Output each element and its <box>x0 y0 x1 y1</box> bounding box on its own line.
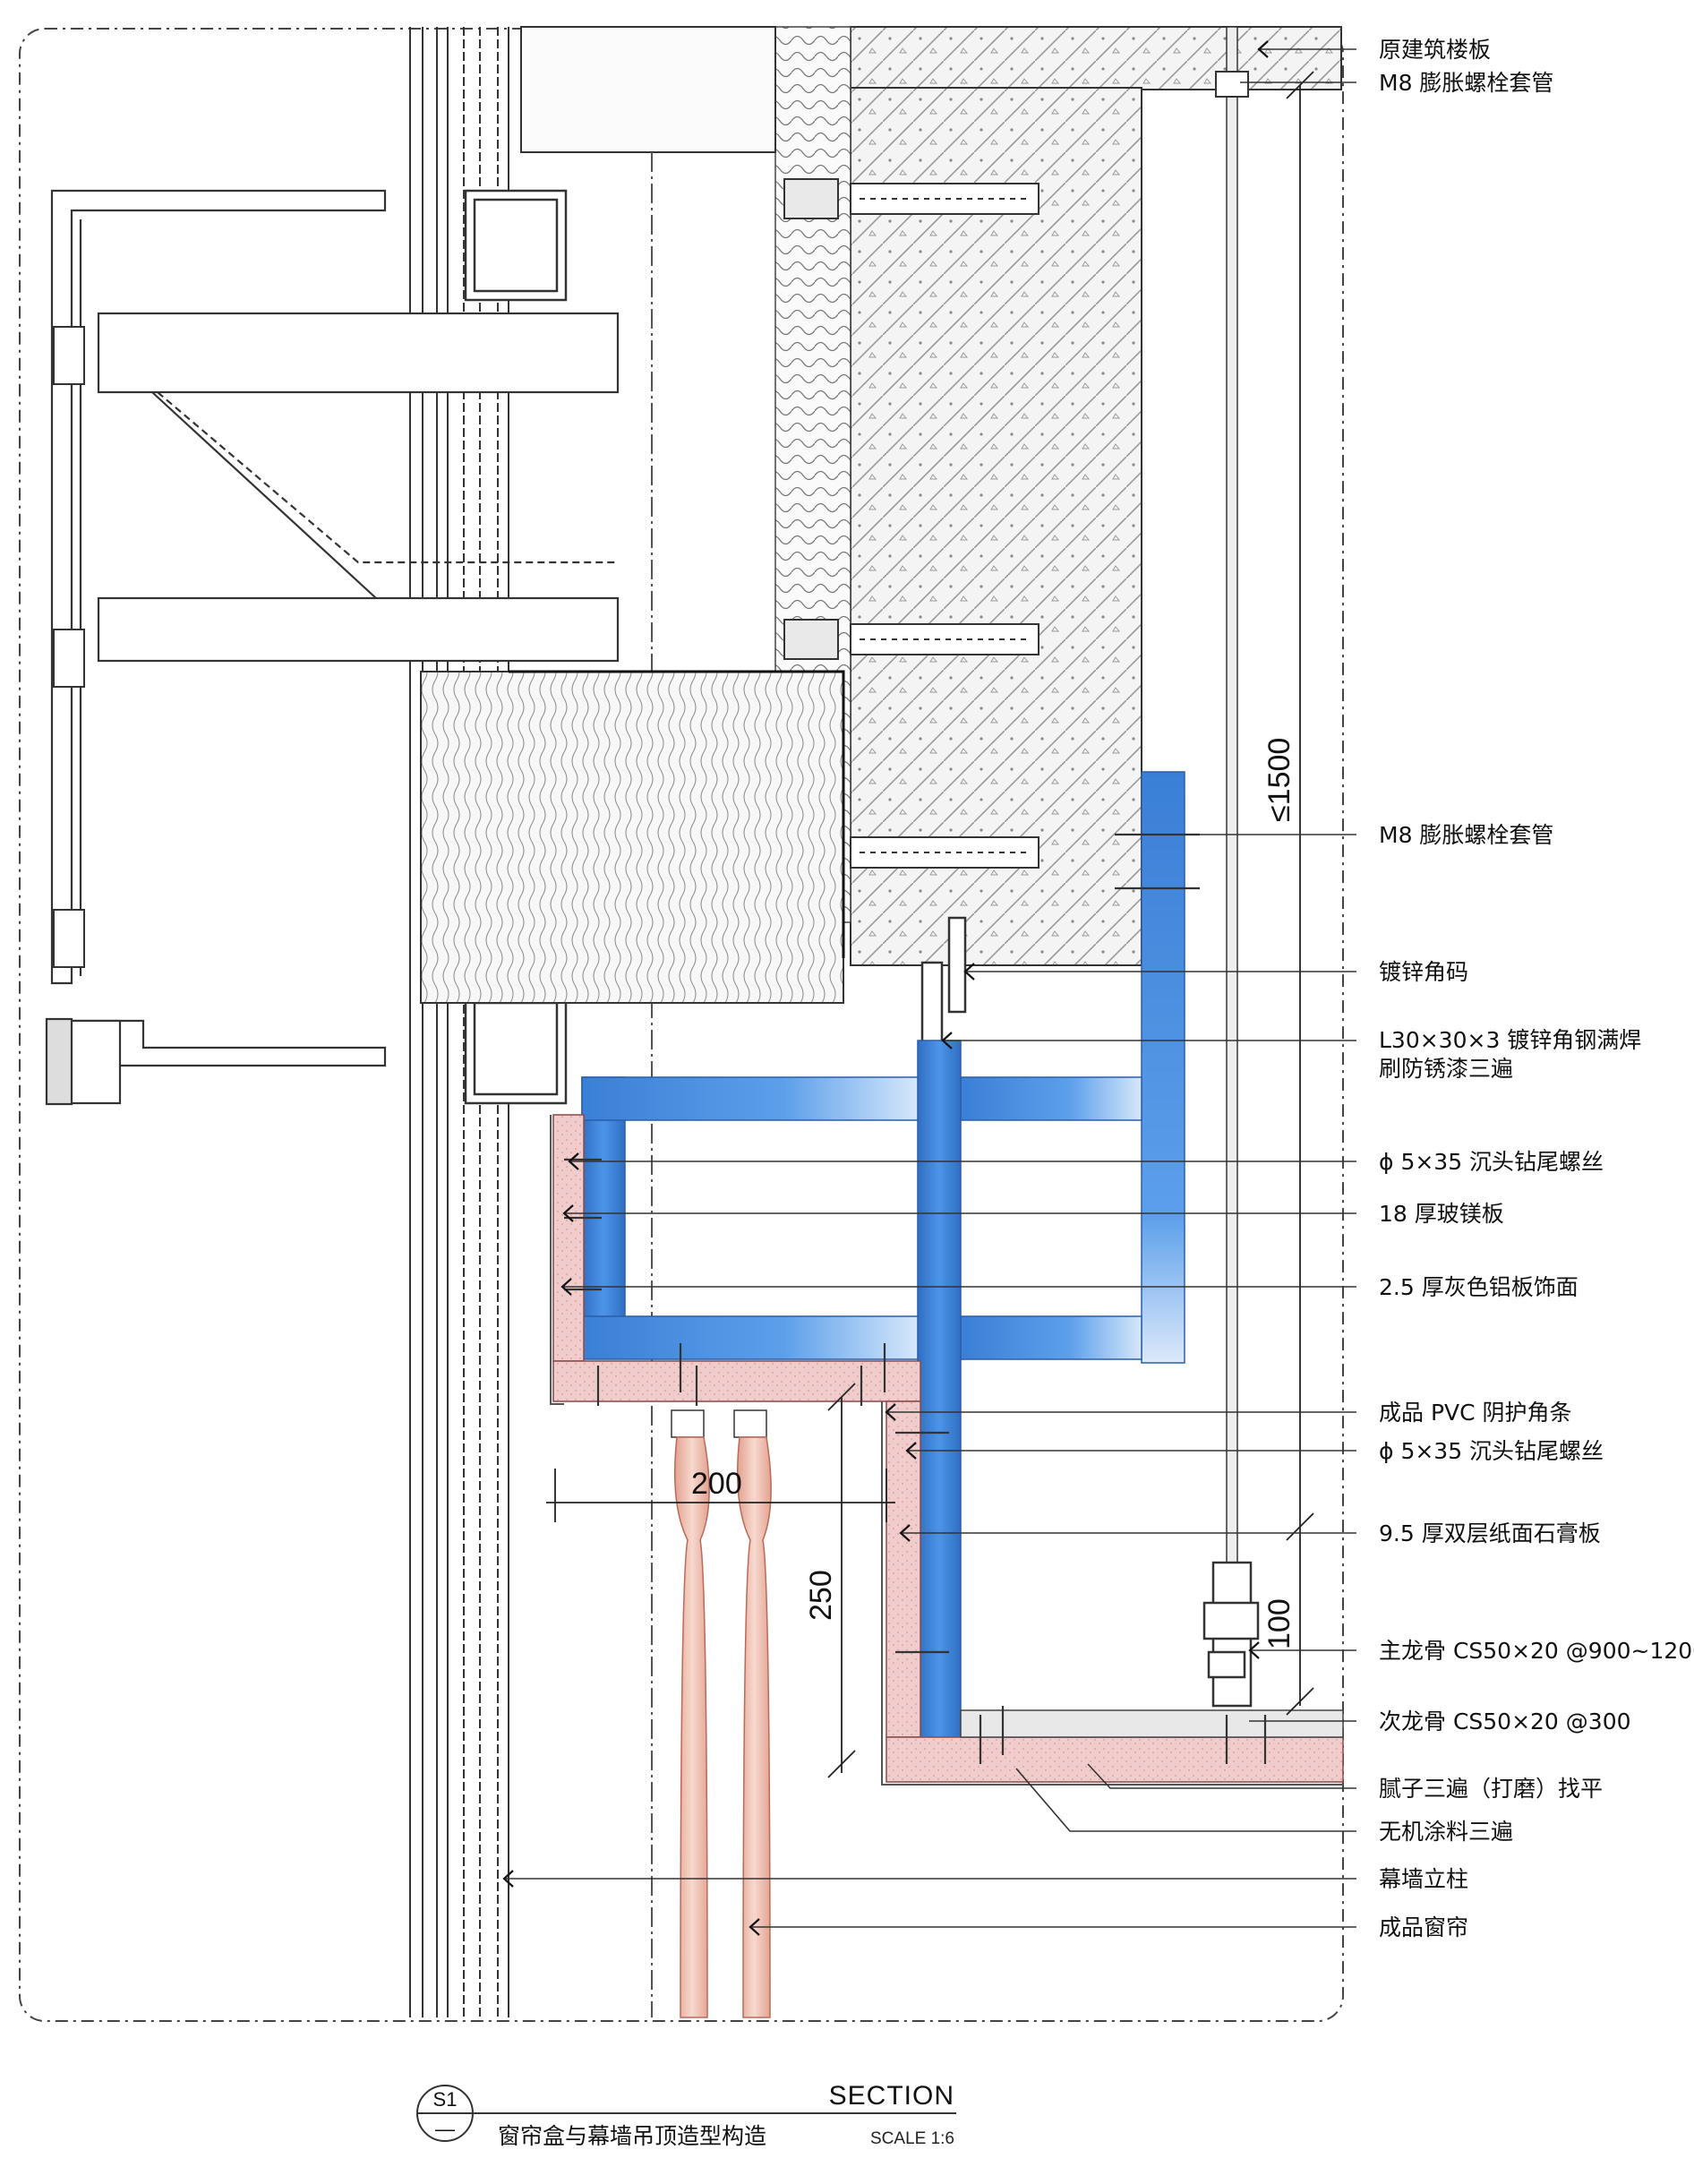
mullion-tubes <box>464 189 568 1105</box>
label-aluminum-facing: 2.5 厚灰色铝板饰面 <box>1379 1274 1578 1300</box>
title-block: S1 — 窗帘盒与幕墙吊顶造型构造 SECTION SCALE 1:6 <box>416 2081 956 2149</box>
window-box-liner <box>509 670 845 958</box>
window-box-lower <box>420 671 844 1004</box>
label-pvc-corner: 成品 PVC 阴护角条 <box>1379 1400 1572 1426</box>
main-keel-bracket <box>1202 1561 1260 1708</box>
dim-250: 250 <box>804 1570 838 1621</box>
label-m8-sleeve-mid: M8 膨胀螺栓套管 <box>1379 822 1553 848</box>
hanger-rod <box>1215 26 1249 1568</box>
leader-lines <box>506 48 1356 1928</box>
secondary-keel <box>960 1709 1344 1738</box>
section-symbol-sheet: — <box>435 2118 455 2140</box>
drawing-scale: SCALE 1:6 <box>870 2129 954 2148</box>
label-putty: 腻子三遍（打磨）找平 <box>1379 1776 1603 1802</box>
dimension-lines <box>546 71 1314 1778</box>
detail-border <box>19 28 1344 2022</box>
label-galvanized-angle-clip: 镀锌角码 <box>1379 959 1468 985</box>
label-rust-paint: 刷防锈漆三遍 <box>1379 1056 1513 1082</box>
dim-200: 200 <box>691 1467 742 1501</box>
label-secondary-keel: 次龙骨 CS50×20 @300 <box>1379 1709 1631 1734</box>
label-mgo-board: 18 厚玻镁板 <box>1379 1201 1504 1227</box>
drawing-title: 窗帘盒与幕墙吊顶造型构造 <box>498 2123 766 2149</box>
drawing-type: SECTION <box>829 2081 954 2111</box>
callout-labels: 原建筑楼板 M8 膨胀螺栓套管 M8 膨胀螺栓套管 镀锌角码 L30×30×3 … <box>1379 37 1694 1940</box>
dim-1500: ≤1500 <box>1262 738 1296 822</box>
finished-curtain <box>671 1409 772 2018</box>
label-mullion: 幕墙立柱 <box>1379 1866 1468 1892</box>
concrete-slab <box>850 26 1342 966</box>
label-m8-sleeve-top: M8 膨胀螺栓套管 <box>1379 70 1553 96</box>
dim-100: 100 <box>1262 1598 1296 1649</box>
label-screw-upper: ϕ 5×35 沉头钻尾螺丝 <box>1379 1149 1604 1175</box>
left-fin-frame <box>45 189 620 1106</box>
label-angle-steel: L30×30×3 镀锌角钢满焊 <box>1379 1027 1641 1053</box>
glass-magnesium-board <box>552 1114 1344 1783</box>
frame-clips <box>53 326 85 968</box>
label-screw-lower: ϕ 5×35 沉头钻尾螺丝 <box>1379 1438 1604 1464</box>
label-curtain: 成品窗帘 <box>1379 1914 1468 1940</box>
label-original-slab: 原建筑楼板 <box>1379 37 1491 63</box>
steel-frame <box>581 771 1185 1740</box>
label-coating: 无机涂料三遍 <box>1379 1819 1513 1845</box>
window-box-top <box>520 26 776 153</box>
section-symbol-number: S1 <box>433 2088 458 2111</box>
label-gypsum-board: 9.5 厚双层纸面石膏板 <box>1379 1520 1601 1546</box>
leader-arrows <box>502 40 1269 1936</box>
aluminum-facing <box>550 1115 1343 1786</box>
galvanized-angle <box>920 916 967 1045</box>
label-main-keel: 主龙骨 CS50×20 @900~1200 <box>1379 1638 1694 1664</box>
